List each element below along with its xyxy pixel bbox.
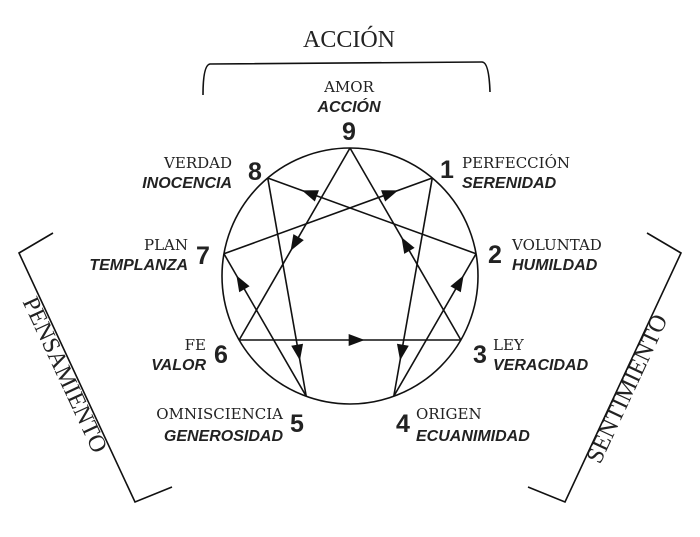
arrowhead-6-to-3: [348, 334, 365, 346]
point-3-number: 3: [473, 341, 487, 369]
point-3-name: LEY: [493, 336, 525, 354]
arrowhead-1-to-4: [396, 343, 409, 361]
arrowhead-5-to-7: [236, 275, 250, 293]
arrowhead-7-to-1: [381, 190, 399, 202]
point-7-name: PLAN: [144, 236, 188, 254]
point-9-number: 9: [342, 118, 356, 146]
point-4-number: 4: [396, 410, 410, 438]
left-bracket: [17, 232, 173, 504]
point-8-number: 8: [248, 158, 262, 186]
point-8-virtue: INOCENCIA: [142, 175, 232, 192]
point-6-name: FE: [185, 336, 206, 354]
point-6-number: 6: [214, 341, 228, 369]
point-5-virtue: GENEROSIDAD: [164, 428, 284, 445]
point-1-number: 1: [440, 156, 454, 184]
arrowhead-3-to-9: [401, 237, 415, 254]
point-8-name: VERDAD: [163, 154, 232, 172]
point-6-virtue: VALOR: [151, 357, 206, 374]
arrowhead-8-to-5: [291, 343, 304, 361]
top-bracket: [202, 61, 491, 96]
point-9-name: AMOR: [323, 78, 374, 96]
group-label-left: PENSAMIENTO: [17, 293, 112, 457]
arrowhead-4-to-2: [450, 275, 464, 293]
point-5-number: 5: [290, 410, 304, 438]
point-4-virtue: ECUANIMIDAD: [416, 428, 530, 445]
arrowhead-2-to-8: [301, 190, 319, 202]
point-9-virtue: ACCIÓN: [316, 97, 381, 116]
group-label-right: SENTIMIENTO: [582, 311, 674, 468]
group-label-top: ACCIÓN: [303, 26, 395, 53]
point-2-name: VOLUNTAD: [511, 236, 602, 254]
point-1-virtue: SERENIDAD: [462, 175, 557, 192]
arrowhead-9-to-6: [290, 234, 304, 251]
point-7-number: 7: [196, 242, 210, 270]
point-5-name: OMNISCIENCIA: [156, 405, 283, 423]
point-3-virtue: VERACIDAD: [493, 357, 589, 374]
point-4-name: ORIGEN: [416, 405, 482, 423]
enneagram-circle: [221, 147, 479, 405]
connection-lines: [223, 147, 477, 397]
point-2-number: 2: [488, 241, 502, 269]
point-1-name: PERFECCIÓN: [462, 154, 570, 172]
point-2-virtue: HUMILDAD: [512, 257, 598, 274]
right-bracket: [527, 232, 683, 504]
point-7-virtue: TEMPLANZA: [89, 257, 188, 274]
